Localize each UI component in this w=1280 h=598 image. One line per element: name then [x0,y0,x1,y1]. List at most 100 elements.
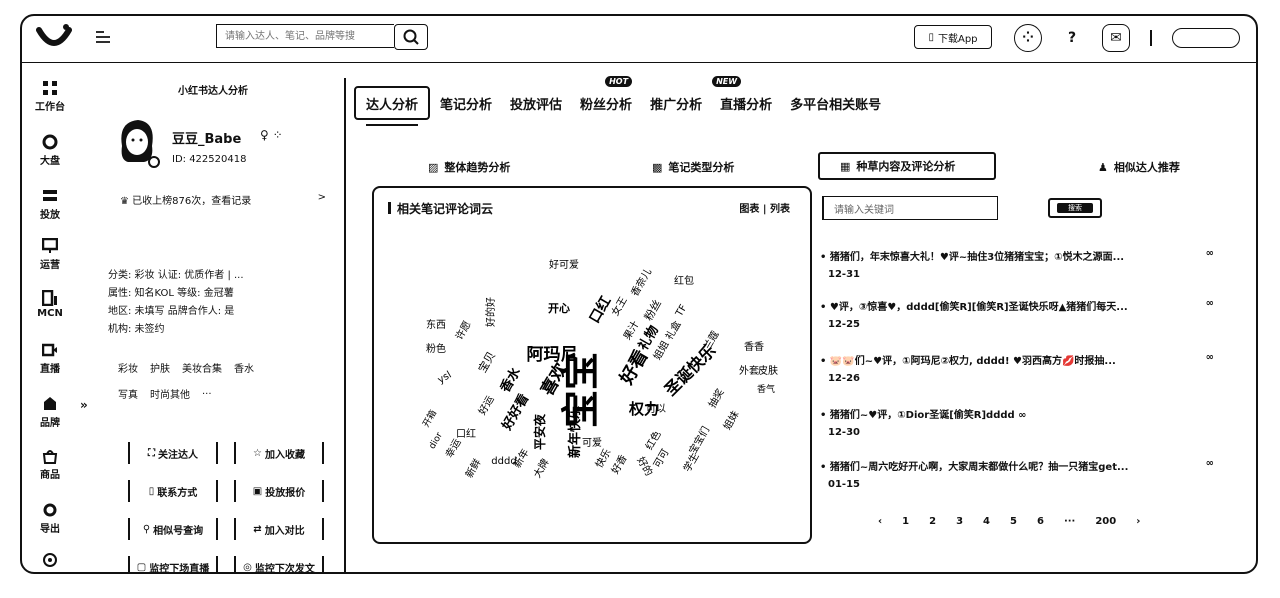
word: 宝宝 [559,352,603,428]
follow-button[interactable]: ⛶关注达人 [128,442,218,464]
tab-campaign-eval[interactable]: 投放评估 [510,97,563,113]
page-number[interactable]: 2 [929,516,937,527]
comment-item[interactable]: • 猪猪们，年末惊喜大礼！♥评~抽住3位猪猪宝宝；①悦木之源面... 12-31… [820,248,1214,280]
nav-item-goods[interactable]: 商品 [22,448,78,481]
link-icon[interactable]: ∞ [1205,248,1214,259]
panel-divider [344,78,346,572]
pagination: ‹ 1 2 3 4 5 6 ··· 200 › [878,516,1140,527]
subtab-similar[interactable]: ♟相似达人推荐 [1098,160,1180,175]
page-number[interactable]: 1 [902,516,910,527]
card-title: 相关笔记评论词云 [388,200,493,217]
next-page-icon[interactable]: › [1136,516,1141,527]
crown-icon: ♛ [120,196,133,207]
nav-item-campaign[interactable]: 投放 [22,188,78,221]
subtab-note-type[interactable]: ▩笔记类型分析 [652,160,735,175]
ranking-record-link[interactable]: ♛ 已收上榜876次，查看记录 > [120,192,326,207]
page-number[interactable]: 200 [1095,516,1117,527]
nav-item-mcn[interactable]: MCN [22,290,78,319]
campaign-icon [43,190,57,201]
nav-item-market[interactable]: 大盘 [22,134,78,167]
comment-search-input[interactable]: 请输入关键词 [822,196,998,220]
app-window: ▯ 下载App ⁘ ? ✉ 工作台 大盘 投放 运营 MCN [20,14,1258,574]
monitor-post-button[interactable]: ◎监控下次发文 [234,556,324,573]
page-number[interactable]: 6 [1036,516,1044,527]
mcn-icon [42,290,57,306]
nav-item-brand[interactable]: 品牌 [22,396,78,429]
menu-icon[interactable] [94,28,112,46]
word: 大牌 [530,456,551,480]
subtab-content-comments[interactable]: ▦种草内容及评论分析 [818,152,996,180]
link-icon[interactable]: ∞ [1205,458,1214,469]
tag: ... [202,386,212,397]
bell-icon: ◎ [243,561,252,573]
word: 开心 [548,302,570,315]
favorite-button[interactable]: ☆加入收藏 [234,442,324,464]
comment-item[interactable]: • ♥评，③惊喜♥，dddd[偷笑R][偷笑R]圣诞快乐呀▲猪猪们每天... 1… [820,298,1214,330]
monitor-icon: ▢ [136,561,147,573]
page-number[interactable]: 3 [956,516,964,527]
nav-item-more[interactable] [22,552,78,570]
search-input[interactable] [216,24,394,48]
download-app-button[interactable]: ▯ 下载App [914,25,992,49]
info-agency: 机构: 未签约 [108,324,165,335]
nav-item-operation[interactable]: 运营 [22,238,78,271]
info-attribute: 属性: 知名KOL 等级: 金冠薯 [108,288,234,299]
word: 粉色 [426,342,446,355]
note-icon: ▩ [652,160,663,174]
word: 可以 [646,404,666,415]
word-cloud: 宝宝 阿玛尼 喜欢 权力 好看 圣诞快乐 开心 口红 礼物 粉丝 平安夜 新年快… [420,258,778,480]
page-ellipsis[interactable]: ··· [1063,516,1076,527]
live-icon [42,343,57,357]
search-icon [403,29,419,45]
monitor-live-button[interactable]: ▢监控下场直播 [128,556,218,573]
comment-item[interactable]: • 猪猪们~周六吃好开心啊，大家周末都做什么呢？抽一只猪宝get... 01-1… [820,458,1214,490]
word: 香气 [757,383,775,395]
user-icon: ♟ [1098,160,1108,174]
tab-promo-analysis[interactable]: 推广分析 [650,97,703,113]
comment-search-button[interactable]: 搜索 [1048,198,1102,218]
tab-note-analysis[interactable]: 笔记分析 [440,97,493,113]
similar-search-button[interactable]: ⚲相似号查询 [128,518,218,540]
page-number[interactable]: 5 [1010,516,1017,527]
word: 皮肤 [758,364,778,377]
nav-item-workbench[interactable]: 工作台 [22,80,78,113]
logo-icon[interactable] [36,22,72,50]
target-icon [43,553,57,567]
tab-multi-platform[interactable]: 多平台相关账号 [790,97,882,113]
tab-influencer-analysis[interactable]: 达人分析 [354,86,431,126]
expand-icon[interactable]: » [80,398,88,412]
search-button[interactable] [394,24,428,50]
tag: 彩妆 [118,364,138,375]
word: 东西 [426,318,446,331]
word: 宝宝们 [686,424,712,456]
nav-item-live[interactable]: 直播 [22,342,78,375]
tag: 写真 [118,390,138,401]
prev-page-icon[interactable]: ‹ [878,516,883,527]
avatar [121,120,160,168]
word: 可可 [652,447,672,470]
view-switch[interactable]: 图表 | 列表 [739,204,790,215]
message-icon[interactable]: ✉ [1102,24,1130,52]
comment-item[interactable]: • 🐷🐷们~♥评，①阿玛尼②权力, dddd! ♥羽西高方💋时报抽... 12-… [820,352,1214,384]
link-icon[interactable]: ∞ [1205,352,1214,363]
tag: 美妆合集 [182,364,222,375]
contact-button[interactable]: ▯联系方式 [128,480,218,502]
brand-icon [44,397,56,410]
apps-icon[interactable]: ⁘ [1014,24,1042,52]
link-icon[interactable]: ∞ [1205,298,1214,309]
panel-title: 小红书达人分析 [178,86,248,97]
info-region: 地区: 未填写 品牌合作人: 是 [108,306,235,317]
subtab-trend[interactable]: ▨整体趋势分析 [428,160,511,175]
comment-item[interactable]: • 猪猪们~♥评，①Dior圣诞[偷笑R]dddd ∞ 12-30 [820,410,1027,438]
page-number[interactable]: 4 [983,516,990,527]
gender-female-icon: ♀ ⁘ [260,128,283,142]
word: 礼盒 [662,318,683,342]
compare-button[interactable]: ⇄加入对比 [234,518,324,540]
quote-button[interactable]: ▣投放报价 [234,480,324,502]
nav-item-export[interactable]: 导出 [22,502,78,535]
word: 香奈儿 [628,266,654,298]
help-icon[interactable]: ? [1067,30,1077,46]
user-pill[interactable] [1172,28,1240,48]
